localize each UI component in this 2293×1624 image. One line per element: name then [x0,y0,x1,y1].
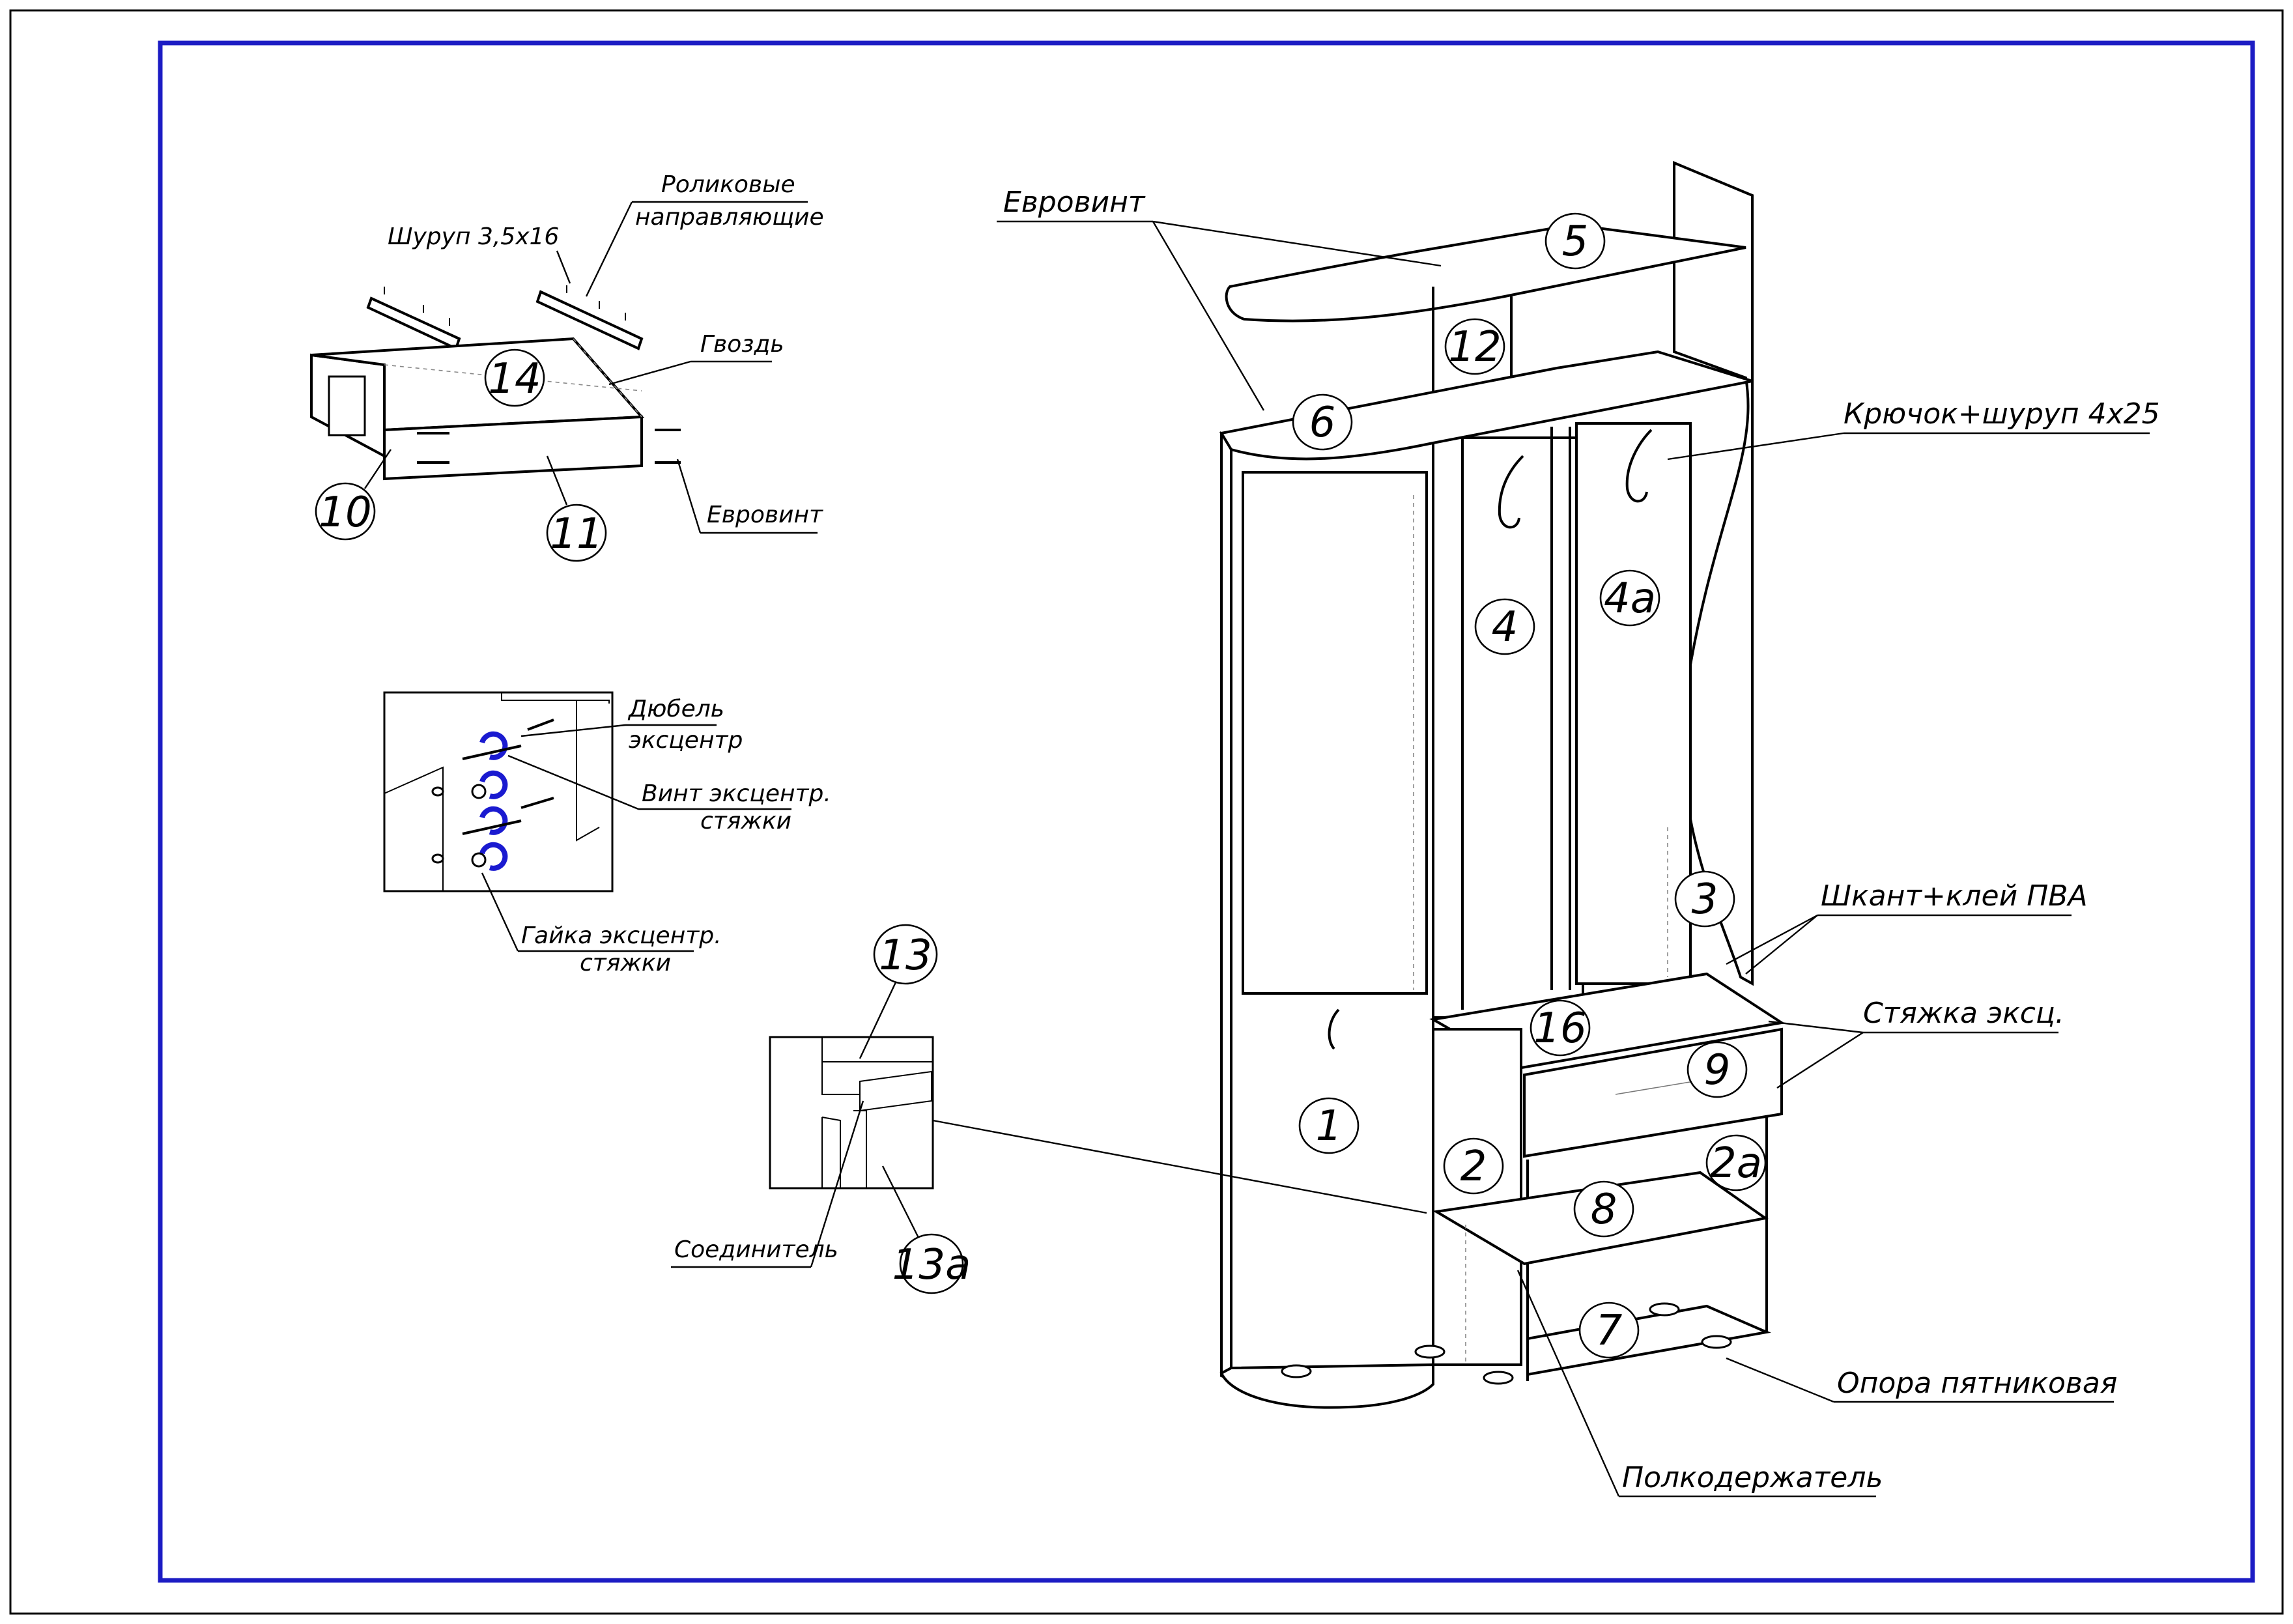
hook-icon [1498,455,1524,529]
foot-support [1483,1371,1514,1385]
foot-support [1414,1345,1446,1359]
part-number-12: 12 [1448,323,1501,371]
mirror-opening [1242,471,1428,995]
callout-connector: Соединитель [674,1236,838,1263]
part-labels-main: 5 12 6 4 4а 3 16 9 1 2 2а 8 7 [1292,212,1767,1359]
panel-4a [1575,422,1692,985]
part-number-5: 5 [1562,218,1589,266]
callout-roller-guides-2: направляющие [635,204,824,231]
bottom-7 [1526,1304,1771,1376]
callout-dowel-ecc: Дюбель [627,696,724,722]
blue-drawing-frame [158,40,2255,1583]
outer-sheet-border [9,9,2284,1615]
foot-support [1701,1335,1732,1349]
hook-icon [1625,429,1653,503]
callout-ecc-nut: Гайка эксцентр. [521,922,722,949]
part-number-1: 1 [1316,1102,1343,1150]
part-number-2: 2 [1460,1143,1487,1191]
panel-2 [1432,1028,1522,1366]
part-number-10: 10 [319,489,371,537]
shelf-5 [1225,223,1746,322]
hallway-unit [1219,161,1786,1409]
ecc-nut-accent [479,806,508,835]
callout-ecc-screw: Винт эксцентр. [642,780,831,807]
callout-ecc-nut-2: стяжки [580,950,671,976]
ecc-nut-accent [479,731,508,760]
callout-nail: Гвоздь [700,331,784,358]
drawer-side-panel [328,375,366,436]
callout-dowel-glue: Шкант+клей ПВА [1821,879,2088,913]
panel-4 [1432,436,1584,1019]
ecc-nut-accent [479,842,508,871]
roller-rail-left [366,296,461,350]
hook-icon [1328,1008,1340,1050]
part-number-16: 16 [1533,1004,1586,1053]
part-number-13a: 13а [892,1241,971,1289]
part-number-11: 11 [550,510,603,558]
panel-corner-2 [576,700,600,842]
part-number-7: 7 [1596,1307,1623,1355]
screw-icons [384,285,626,326]
callout-foot-support: Опора пятниковая [1837,1367,2117,1400]
detail-frame-connector [769,1036,934,1190]
detail-frame-ecc [383,691,614,892]
panel-1-side [1220,431,1232,1382]
ecc-nut-accent [479,770,508,799]
roller-rail-right [535,290,644,350]
callout-shelf-holder: Полкодержатель [1622,1461,1883,1494]
part-number-8: 8 [1591,1186,1617,1234]
eccentric-tie-detail: Дюбель эксцентр Винт эксцентр. стяжки Га… [383,691,831,976]
callout-eurovint-drawer: Евровинт [707,502,823,528]
part-number-13: 13 [879,932,932,980]
connector-detail: 13 13а Соединитель [671,924,1427,1294]
foot-support [1649,1302,1680,1317]
part-number-4a: 4а [1604,575,1656,623]
part-number-9: 9 [1704,1046,1731,1094]
callout-roller-guides: Роликовые [661,171,795,198]
base-curve [1219,1363,1434,1409]
callout-eurovint-main: Евровинт [1003,186,1146,219]
part-number-4: 4 [1492,603,1518,651]
callout-ecc-tie: Стяжка эксц. [1863,997,2064,1030]
callout-hook-screw: Крючок+шуруп 4х25 [1844,397,2160,431]
callouts-main: Евровинт Крючок+шуруп 4х25 Шкант+клей ПВ… [997,186,2160,1498]
panel-corner [384,692,610,891]
callout-ecc-screw-2: стяжки [700,808,791,834]
part-number-14: 14 [488,355,541,403]
part-number-3: 3 [1692,876,1718,924]
drawer-detail: Роликовые направляющие Шуруп 3,5х16 Гвоз… [310,171,824,562]
foot-support [1281,1364,1312,1378]
callout-dowel-ecc-2: эксцентр [629,727,743,754]
callout-screw-35x16: Шуруп 3,5х16 [388,223,559,250]
part-number-2a: 2а [1710,1139,1762,1188]
part-number-6: 6 [1309,399,1336,447]
